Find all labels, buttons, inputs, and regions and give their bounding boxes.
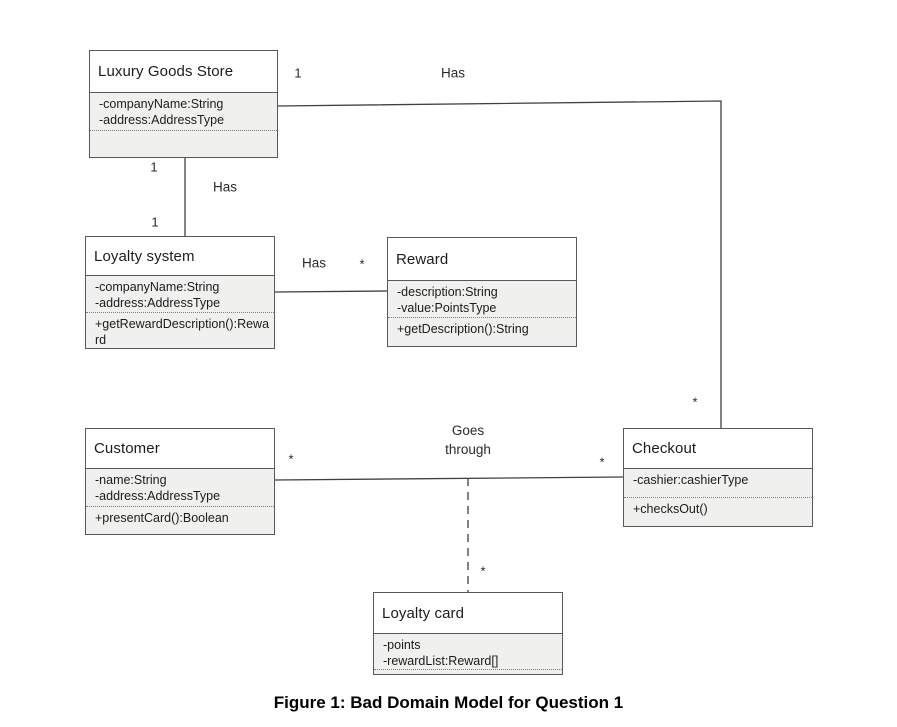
attribute: -value:PointsType <box>397 301 497 315</box>
attribute: -address:AddressType <box>95 296 221 310</box>
methods-compartment: +getDescription():String <box>388 318 576 346</box>
attributes-compartment: -points -rewardList:Reward[] <box>374 634 562 670</box>
class-checkout: Checkout -cashier:cashierType +checksOut… <box>623 428 813 527</box>
attributes-compartment: -companyName:String -address:AddressType <box>90 93 277 131</box>
attribute: -description:String <box>397 285 498 299</box>
multiplicity-loyaltycard: * <box>480 563 486 579</box>
class-loyalty-system: Loyalty system -companyName:String -addr… <box>85 236 275 349</box>
class-title-customer: Customer <box>86 429 274 469</box>
methods-compartment: +checksOut() <box>624 498 812 526</box>
attributes-compartment: -companyName:String -address:AddressType <box>86 276 274 313</box>
methods-compartment <box>90 131 277 157</box>
class-title-loyalty-system: Loyalty system <box>86 237 274 276</box>
class-reward: Reward -description:String -value:Points… <box>387 237 577 347</box>
association-label-line2: through <box>445 442 491 457</box>
multiplicity-customer-checkout-source: * <box>288 451 294 467</box>
association-label-line1: Goes <box>451 423 485 438</box>
class-luxury-goods-store: Luxury Goods Store -companyName:String -… <box>89 50 278 158</box>
methods-compartment <box>374 670 562 674</box>
association-line-loyaltysystem-reward <box>274 290 388 293</box>
attribute: -address:AddressType <box>99 113 225 127</box>
method: +presentCard():Boolean <box>95 511 229 525</box>
association-label-loyaltysystem-reward: Has <box>301 255 327 271</box>
association-label-store-checkout: Has <box>440 65 466 81</box>
attribute: -name:String <box>95 473 167 487</box>
association-line-customer-checkout <box>274 476 624 481</box>
multiplicity-store-loyaltysystem-target: 1 <box>151 214 159 230</box>
method: +checksOut() <box>633 502 708 516</box>
attribute: -rewardList:Reward[] <box>383 654 499 668</box>
class-title-checkout: Checkout <box>624 429 812 469</box>
attribute: -companyName:String <box>99 97 224 111</box>
multiplicity-store-checkout-source: 1 <box>294 65 302 81</box>
attributes-compartment: -cashier:cashierType <box>624 469 812 498</box>
multiplicity-loyaltysystem-reward-target: * <box>359 256 365 272</box>
multiplicity-store-checkout-target: * <box>692 394 698 410</box>
methods-compartment: +getRewardDescription():Reward <box>86 313 274 348</box>
class-customer: Customer -name:String -address:AddressTy… <box>85 428 275 535</box>
class-title-luxury-goods-store: Luxury Goods Store <box>90 51 277 93</box>
association-label-customer-checkout: Goes through <box>445 421 491 459</box>
method: +getRewardDescription():Reward <box>95 317 270 347</box>
multiplicity-customer-checkout-target: * <box>599 454 605 470</box>
association-label-store-loyaltysystem: Has <box>212 179 238 195</box>
attribute: -cashier:cashierType <box>633 473 749 487</box>
attributes-compartment: -name:String -address:AddressType <box>86 469 274 507</box>
class-title-loyalty-card: Loyalty card <box>374 593 562 634</box>
attribute: -address:AddressType <box>95 489 221 503</box>
class-loyalty-card: Loyalty card -points -rewardList:Reward[… <box>373 592 563 675</box>
figure-caption: Figure 1: Bad Domain Model for Question … <box>273 693 624 712</box>
methods-compartment: +presentCard():Boolean <box>86 507 274 534</box>
attribute: -companyName:String <box>95 280 220 294</box>
attribute: -points <box>383 638 421 652</box>
class-title-reward: Reward <box>388 238 576 281</box>
method: +getDescription():String <box>397 322 529 336</box>
attributes-compartment: -description:String -value:PointsType <box>388 281 576 318</box>
multiplicity-store-loyaltysystem-source: 1 <box>150 159 158 175</box>
